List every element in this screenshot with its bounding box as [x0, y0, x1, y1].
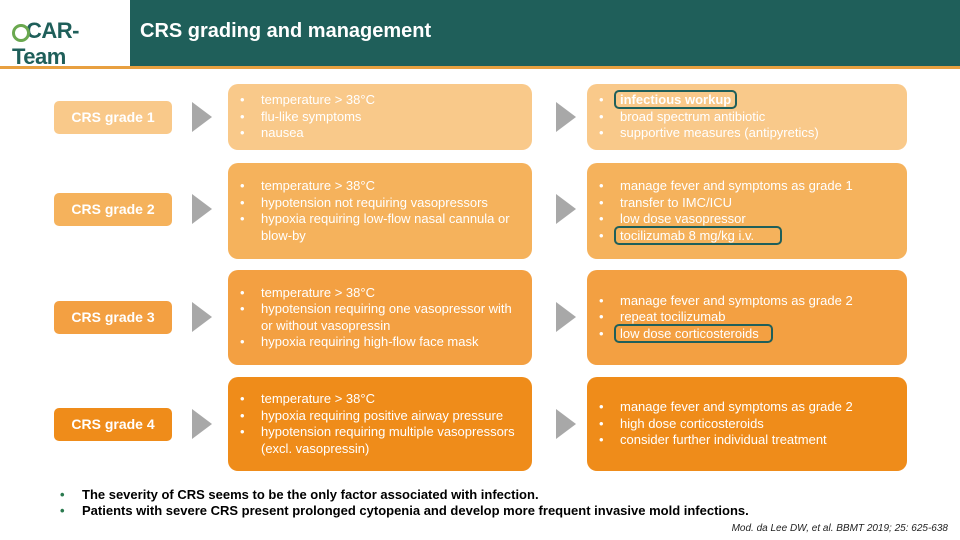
management-item: repeat tocilizumab [599, 309, 899, 326]
management-box-3: manage fever and symptoms as grade 2 rep… [587, 270, 907, 365]
symptom-item: temperature > 38°C [240, 285, 524, 302]
highlight-infectious-workup: infectious workup [614, 90, 738, 110]
footer-notes: The severity of CRS seems to be the only… [60, 487, 920, 519]
management-item: supportive measures (antipyretics) [599, 125, 899, 142]
logo-ring-icon [12, 24, 30, 42]
symptom-item: hypotension requiring one vasopressor wi… [240, 301, 524, 334]
citation: Mod. da Lee DW, et al. BBMT 2019; 25: 62… [731, 523, 948, 534]
footer-note: Patients with severe CRS present prolong… [60, 503, 920, 519]
arrow-right-icon [556, 409, 576, 439]
symptom-item: temperature > 38°C [240, 178, 524, 195]
management-item: high dose corticosteroids [599, 416, 899, 433]
grade-label-4: CRS grade 4 [54, 408, 172, 441]
highlight-tocilizumab: tocilizumab 8 mg/kg i.v. [614, 225, 783, 245]
symptom-item: hypoxia requiring positive airway pressu… [240, 408, 524, 425]
arrow-right-icon [192, 102, 212, 132]
arrow-right-icon [192, 194, 212, 224]
logo-prefix: C [26, 18, 42, 43]
arrow-right-icon [556, 194, 576, 224]
symptoms-box-2: temperature > 38°C hypotension not requi… [228, 163, 532, 259]
management-item: consider further individual treatment [599, 432, 899, 449]
title-bar: CRS grading and management [130, 0, 960, 66]
symptom-item: hypoxia requiring low-flow nasal cannula… [240, 211, 524, 244]
symptom-item: hypoxia requiring high-flow face mask [240, 334, 524, 351]
management-item-highlighted: infectious workup [599, 90, 899, 110]
arrow-right-icon [192, 302, 212, 332]
grade-label-2: CRS grade 2 [54, 193, 172, 226]
management-box-1: infectious workup broad spectrum antibio… [587, 84, 907, 150]
symptom-item: hypotension not requiring vasopressors [240, 195, 524, 212]
grade-label-3: CRS grade 3 [54, 301, 172, 334]
arrow-right-icon [556, 302, 576, 332]
arrow-right-icon [192, 409, 212, 439]
symptom-item: hypotension requiring multiple vasopress… [240, 424, 524, 457]
symptom-item: temperature > 38°C [240, 92, 524, 109]
management-item: manage fever and symptoms as grade 1 [599, 178, 899, 195]
logo-main: AR-Team [12, 18, 80, 69]
management-item: broad spectrum antibiotic [599, 109, 899, 126]
management-item: manage fever and symptoms as grade 2 [599, 293, 899, 310]
grade-label-1: CRS grade 1 [54, 101, 172, 134]
symptom-item: temperature > 38°C [240, 391, 524, 408]
highlight-low-dose-corticosteroids: low dose corticosteroids [614, 323, 773, 343]
management-box-2: manage fever and symptoms as grade 1 tra… [587, 163, 907, 259]
symptoms-box-3: temperature > 38°C hypotension requiring… [228, 270, 532, 365]
symptoms-box-4: temperature > 38°C hypoxia requiring pos… [228, 377, 532, 471]
management-box-4: manage fever and symptoms as grade 2 hig… [587, 377, 907, 471]
page-title: CRS grading and management [140, 20, 432, 42]
management-item-highlighted: tocilizumab 8 mg/kg i.v. [599, 225, 899, 245]
footer-note: The severity of CRS seems to be the only… [60, 487, 920, 503]
car-team-logo: CAR-Team [0, 0, 130, 69]
management-item: transfer to IMC/ICU [599, 195, 899, 212]
management-item: low dose vasopressor [599, 211, 899, 228]
management-item-highlighted: low dose corticosteroids [599, 323, 899, 343]
arrow-right-icon [556, 102, 576, 132]
symptoms-box-1: temperature > 38°C flu-like symptoms nau… [228, 84, 532, 150]
management-item: manage fever and symptoms as grade 2 [599, 399, 899, 416]
symptom-item: nausea [240, 125, 524, 142]
header-divider [0, 66, 960, 69]
slide-header: CAR-Team CRS grading and management [0, 0, 960, 69]
symptom-item: flu-like symptoms [240, 109, 524, 126]
